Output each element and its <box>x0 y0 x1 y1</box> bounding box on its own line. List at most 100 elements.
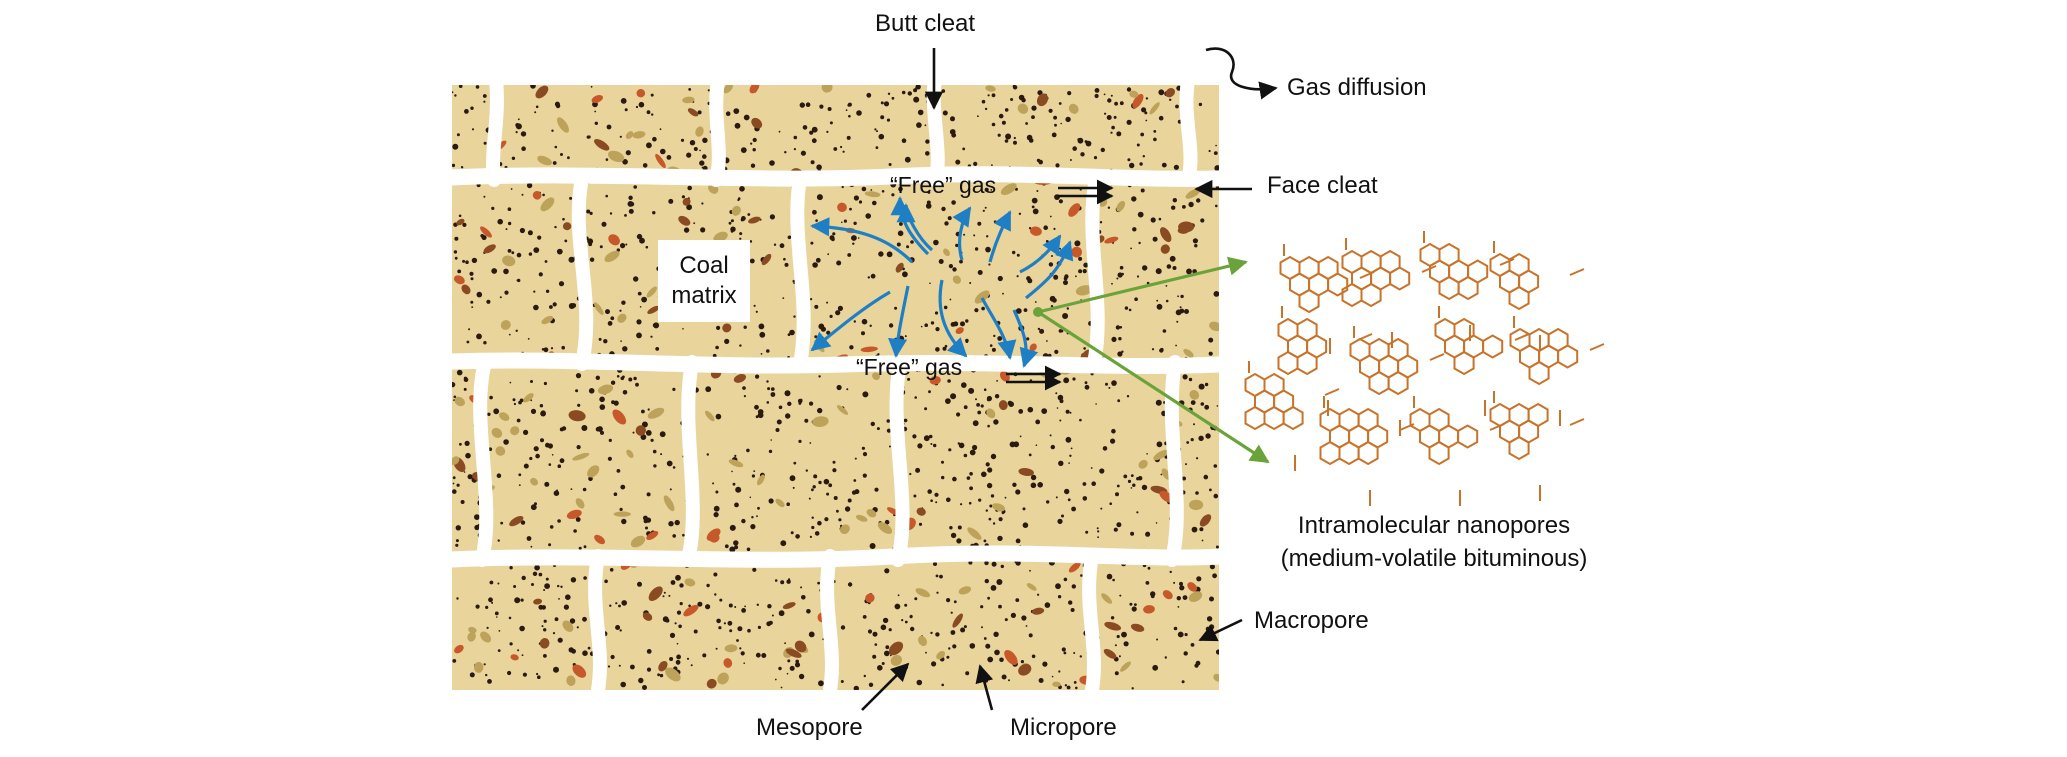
micropore-dot <box>567 156 570 160</box>
micropore-dot <box>1068 462 1070 464</box>
micropore-dot <box>1078 269 1083 274</box>
micropore-dot <box>1179 585 1185 591</box>
micropore-dot <box>582 487 587 492</box>
micropore-dot <box>824 517 829 522</box>
micropore-dot <box>985 462 990 467</box>
micropore-dot <box>597 426 603 432</box>
micropore-dot <box>858 200 863 204</box>
micropore-dot <box>730 219 734 223</box>
micropore-dot <box>794 662 801 668</box>
micropore-dot <box>1165 285 1168 287</box>
micropore-dot <box>773 243 777 246</box>
micropore-dot <box>767 387 771 391</box>
micropore-dot <box>862 452 868 457</box>
micropore-dot <box>663 591 666 594</box>
micropore-dot <box>528 252 533 256</box>
micropore-dot <box>991 347 996 352</box>
micropore-dot <box>1208 337 1214 343</box>
micropore-dot <box>1027 278 1033 284</box>
mesopore-grain <box>468 626 477 634</box>
micropore-dot <box>1213 464 1218 468</box>
micropore-dot <box>1169 255 1176 262</box>
mesopore-grain <box>541 315 554 325</box>
mesopore-grain <box>452 456 460 465</box>
micropore-dot <box>554 617 559 622</box>
side-chain <box>1569 418 1585 426</box>
mesopore-grain <box>1068 562 1081 573</box>
micropore-dot <box>575 517 581 522</box>
micropore-dot <box>1099 468 1105 474</box>
micropore-dot <box>955 159 961 165</box>
micropore-dot <box>1176 320 1179 323</box>
mesopore-grain <box>722 323 732 333</box>
micropore-dot <box>530 399 533 402</box>
micropore-dot <box>761 653 767 658</box>
aromatic-ring <box>1387 370 1409 396</box>
micropore-dot <box>624 108 628 112</box>
micropore-dot <box>961 382 967 388</box>
micropore-dot <box>1099 221 1103 224</box>
micropore-dot <box>752 567 757 572</box>
micropore-dot <box>920 325 923 328</box>
micropore-dot <box>653 322 660 329</box>
micropore-dot <box>768 449 773 454</box>
micropore-dot <box>959 259 963 264</box>
micropore-dot <box>1184 633 1188 637</box>
micropore-dot <box>973 161 978 166</box>
micropore-dot <box>1126 395 1130 398</box>
micropore-dot <box>1045 240 1049 243</box>
micropore-dot <box>660 148 666 155</box>
micropore-dot <box>530 545 533 548</box>
micropore-dot <box>935 327 940 332</box>
micropore-dot <box>1046 340 1048 342</box>
mesopore-grain <box>1183 348 1194 358</box>
mesopore-grain <box>1199 514 1212 527</box>
micropore-dot <box>1029 569 1031 572</box>
micropore-dot <box>666 460 673 467</box>
butt-cleat <box>681 355 700 567</box>
micropore-dot <box>1158 115 1164 121</box>
micropore-dot <box>730 226 736 232</box>
micropore-dot <box>460 500 465 504</box>
micropore-dot <box>915 86 918 90</box>
micropore-dot <box>1136 511 1139 514</box>
micropore-dot <box>515 131 518 134</box>
micropore-dot <box>880 101 884 105</box>
mesopore-grain <box>1018 663 1032 676</box>
micropore-dot <box>1116 484 1120 488</box>
micropore-dot <box>780 686 783 689</box>
micropore-dot <box>877 353 880 356</box>
micropore-dot <box>485 605 489 610</box>
micropore-dot <box>1000 564 1004 569</box>
micropore-dot <box>1209 488 1212 492</box>
micropore-dot <box>925 203 932 209</box>
micropore-dot <box>639 237 645 244</box>
micropore-dot <box>942 346 947 351</box>
micropore-dot <box>699 160 705 166</box>
micropore-dot <box>1015 489 1021 495</box>
micropore-dot <box>679 602 683 606</box>
micropore-dot <box>955 243 959 248</box>
micropore-dot <box>983 539 987 543</box>
micropore-dot <box>1001 120 1006 125</box>
micropore-dot <box>589 257 595 262</box>
micropore-dot <box>518 473 522 477</box>
mesopore-grain <box>630 535 646 548</box>
micropore-dot <box>1212 573 1217 579</box>
micropore-dot <box>837 305 844 311</box>
mesopore-grain <box>1153 449 1169 461</box>
micropore-dot <box>849 207 852 211</box>
micropore-dot <box>662 595 665 598</box>
mesopore-grain <box>562 620 574 632</box>
mesopore-grain <box>1143 605 1155 614</box>
micropore-dot <box>836 509 839 513</box>
micropore-dot <box>622 159 628 165</box>
aromatic-ring <box>1244 405 1266 431</box>
micropore-dot <box>595 375 600 380</box>
micropore-dot <box>944 221 949 226</box>
mesopore-grain <box>604 250 620 263</box>
micropore-dot <box>944 344 948 348</box>
mesopore-grain <box>1000 183 1017 196</box>
micropore-dot <box>535 453 540 459</box>
micropore-dot <box>997 275 1003 282</box>
